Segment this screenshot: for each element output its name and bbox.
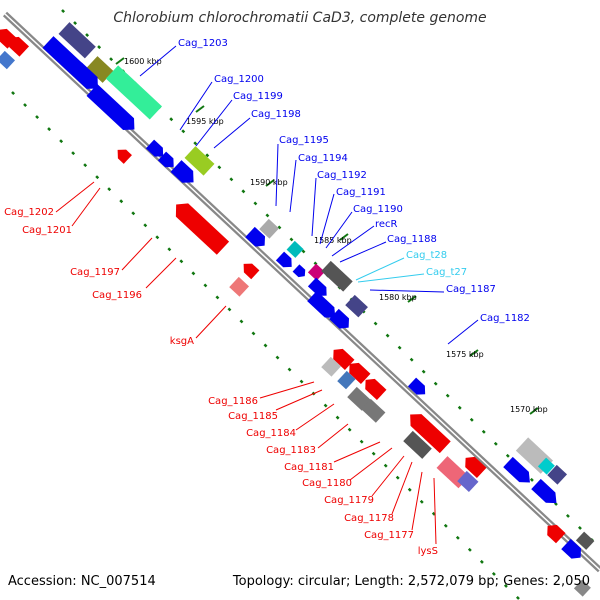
gene-label: Cag_1196 <box>92 290 142 301</box>
gene-label: Cag_1181 <box>284 462 334 473</box>
gene-label: Cag_1201 <box>22 225 72 236</box>
gene-label: Cag_1186 <box>208 396 258 407</box>
gene-label: Cag_1198 <box>251 109 301 120</box>
gene-label: Cag_1183 <box>266 445 316 456</box>
gene-label: lysS <box>418 546 438 557</box>
gene-label: Cag_1182 <box>480 313 530 324</box>
gene-label: Cag_1180 <box>302 478 352 489</box>
reverse-genes <box>0 28 566 544</box>
accession-text: Accession: NC_007514 <box>8 574 156 589</box>
kbp-label: 1585 kbp <box>314 236 352 245</box>
forward-genes <box>0 22 595 597</box>
gene-label: Cag_1184 <box>246 428 296 439</box>
gene-label: ksgA <box>170 336 194 347</box>
gene-label: Cag_1199 <box>233 91 283 102</box>
kbp-label: 1570 kbp <box>510 405 548 414</box>
leader-lines-forward <box>139 45 479 345</box>
reverse-gene-labels: Cag_1202 Cag_1201 Cag_1197 Cag_1196 ksgA… <box>4 207 438 557</box>
gene-label: Cag_1177 <box>364 530 414 541</box>
gene-label: Cag_1203 <box>178 38 228 49</box>
gene-label: recR <box>375 219 398 230</box>
kbp-ticks <box>115 57 539 415</box>
gene-label: Cag_1202 <box>4 207 54 218</box>
kbp-label: 1575 kbp <box>446 350 484 359</box>
leader-lines-reverse <box>55 181 437 545</box>
leader-lines-trna <box>355 257 425 283</box>
gene-label: Cag_1195 <box>279 135 329 146</box>
gene-label: Cag_1197 <box>70 267 120 278</box>
gene-label: Cag_t27 <box>426 267 467 278</box>
gene-label: Cag_1191 <box>336 187 386 198</box>
topology-text: Topology: circular; Length: 2,572,079 bp… <box>232 574 590 589</box>
kbp-label: 1595 kbp <box>186 117 224 126</box>
gene-label: Cag_1190 <box>353 204 403 215</box>
map-title: Chlorobium chlorochromatii CaD3, complet… <box>113 10 487 26</box>
forward-gene-labels: Cag_1203 Cag_1200 Cag_1199 Cag_1198 Cag_… <box>178 38 530 324</box>
gene-label: Cag_1187 <box>446 284 496 295</box>
inner-tick-track <box>11 91 522 600</box>
gene-label: Cag_1194 <box>298 153 348 164</box>
gene-label: Cag_1200 <box>214 74 264 85</box>
kbp-labels: 1600 kbp 1595 kbp 1590 kbp 1585 kbp 1580… <box>124 57 548 414</box>
kbp-label: 1590 kbp <box>250 178 288 187</box>
kbp-label: 1600 kbp <box>124 57 162 66</box>
gene-label: Cag_1179 <box>324 495 374 506</box>
gene-label: Cag_t28 <box>406 250 447 261</box>
gene-label: Cag_1178 <box>344 513 394 524</box>
trna-gene-labels: Cag_t28 Cag_t27 <box>406 250 467 278</box>
gene-label: Cag_1185 <box>228 411 278 422</box>
gene-label: Cag_1192 <box>317 170 367 181</box>
gene-label: Cag_1188 <box>387 234 437 245</box>
kbp-label: 1580 kbp <box>379 293 417 302</box>
